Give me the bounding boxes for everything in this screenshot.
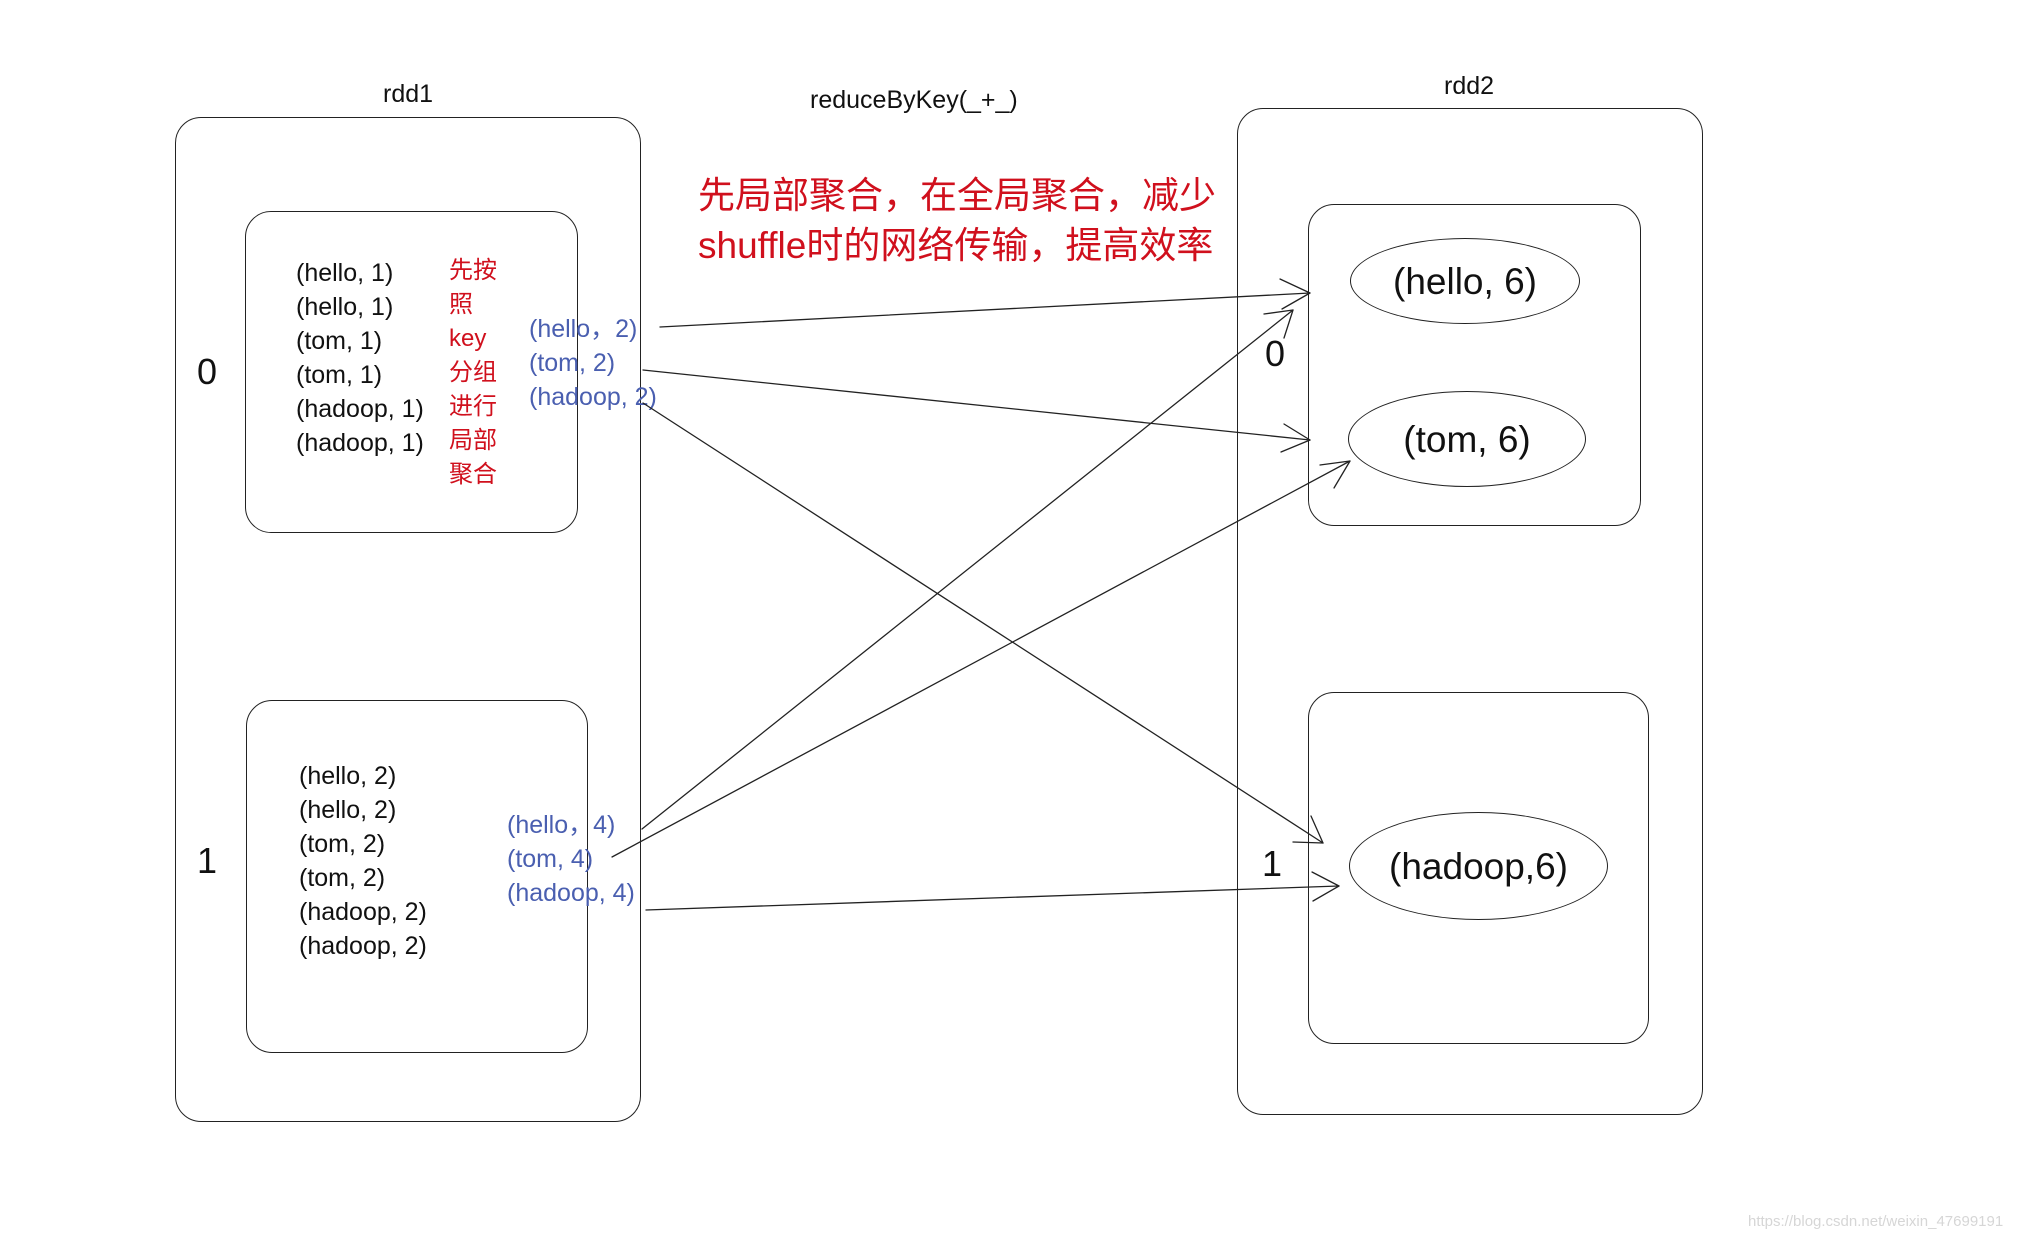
note-fragment: 聚合 [449,461,497,488]
result-hello-label: (hello, 6) [1393,260,1537,302]
result-tom: (tom, 6) [1348,391,1586,487]
pair-item: (tom, 1) [296,327,383,355]
optimization-note-line-2: shuffle时的网络传输，提高效率 [698,225,1214,266]
pair-item: (hello, 1) [296,293,394,321]
arrow-hello-p1 [641,309,1294,830]
rdd1-partition-0-pairs: (hello, 1) (hello, 1) (tom, 1) (tom, 1) … [296,256,424,460]
result-hello: (hello, 6) [1350,238,1580,324]
pair-item: (hello, 2) [299,762,397,790]
note-fragment: key [449,325,487,352]
rdd1-partition-0-index: 0 [197,351,218,392]
rdd2-partition-1-box [1308,692,1649,1044]
pair-item: (hadoop, 2) [299,932,427,960]
result-tom-label: (tom, 6) [1403,418,1531,460]
aggregated-pair: (hadoop, 4) [507,879,635,907]
note-fragment: 先按 [449,257,497,284]
aggregated-pair: (tom, 2) [529,349,616,377]
rdd1-partition-0-aggregated: (hello，2) (tom, 2) (hadoop, 2) [529,312,657,414]
rdd1-partition-1-box [246,700,588,1053]
rdd2-partition-1-index: 1 [1262,843,1283,884]
rdd2-title: rdd2 [1444,72,1495,100]
arrow-hadoop-p1 [645,871,1340,911]
pair-item: (hello, 2) [299,796,397,824]
note-fragment: 进行 [449,393,497,420]
pair-item: (tom, 2) [299,830,386,858]
optimization-note-line-1: 先局部聚合，在全局聚合，减少 [698,175,1216,216]
rdd1-title: rdd1 [383,80,434,108]
pair-item: (tom, 2) [299,864,386,892]
rdd2-partition-0-index: 0 [1265,333,1286,374]
aggregated-pair: (tom, 4) [507,845,594,873]
rdd1-partition-1-index: 1 [197,840,218,881]
aggregated-pair: (hadoop, 2) [529,383,657,411]
note-fragment: 照 [449,291,473,318]
aggregated-pair: (hello，2) [529,315,638,343]
arrow-hello-p0 [659,278,1311,328]
arrow-hadoop-p0 [642,402,1324,844]
result-hadoop: (hadoop,6) [1349,812,1608,920]
operation-label: reduceByKey(_+_) [810,86,1018,114]
rdd1-partition-1-aggregated: (hello，4) (tom, 4) (hadoop, 4) [507,808,635,910]
rdd2-partition-0-box [1308,204,1641,526]
pair-item: (hadoop, 1) [296,429,424,457]
note-fragment: 局部 [449,427,497,454]
pair-item: (hadoop, 1) [296,395,424,423]
result-hadoop-label: (hadoop,6) [1389,845,1568,887]
watermark: https://blog.csdn.net/weixin_47699191 [1748,1213,2004,1230]
arrow-tom-p0 [642,369,1311,453]
local-aggregation-note: 先按 照 key 分组 进行 局部 聚合 [449,254,497,492]
rdd1-partition-0-box [245,211,578,533]
pair-item: (hello, 1) [296,259,394,287]
note-fragment: 分组 [449,359,497,386]
aggregated-pair: (hello，4) [507,811,616,839]
rdd1-partition-1-pairs: (hello, 2) (hello, 2) (tom, 2) (tom, 2) … [299,759,427,963]
pair-item: (tom, 1) [296,361,383,389]
pair-item: (hadoop, 2) [299,898,427,926]
